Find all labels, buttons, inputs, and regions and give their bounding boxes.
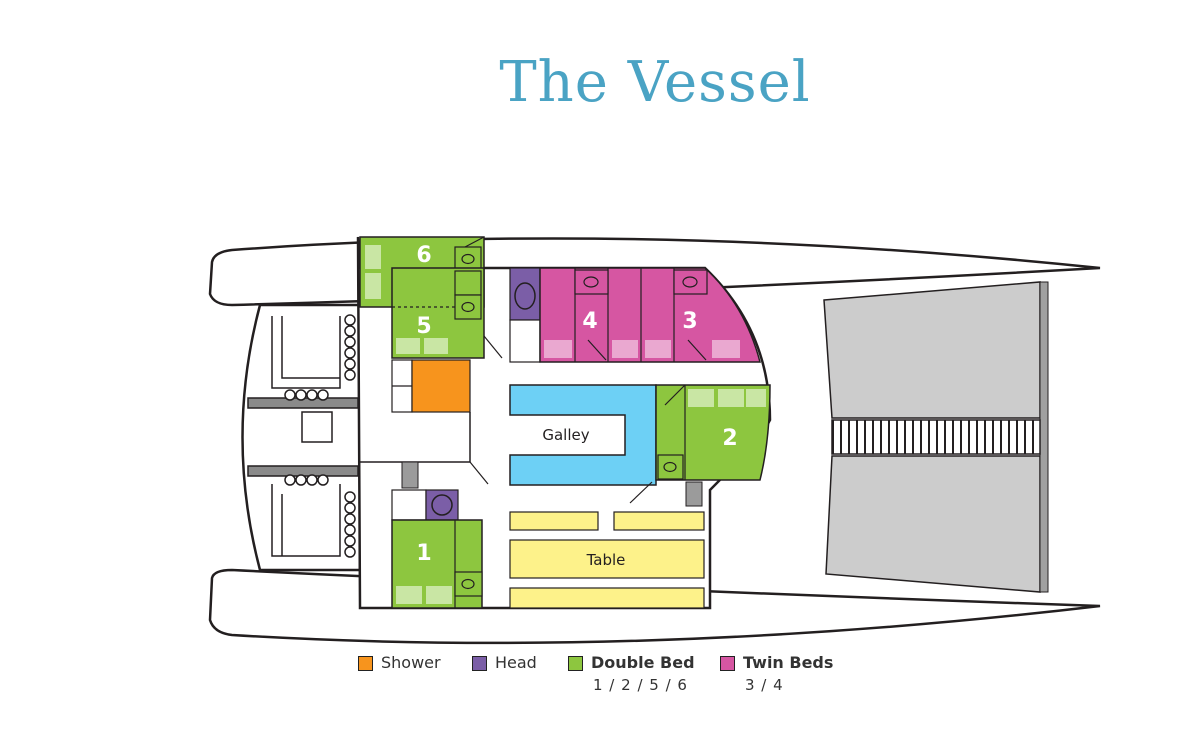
cabin-2-label: 2 — [722, 426, 737, 451]
cabin-5 — [391, 267, 485, 359]
legend-shower-label: Shower — [381, 653, 441, 672]
legend-twin-beds-cabins: 3 / 4 — [745, 676, 784, 694]
table-label: Table — [586, 551, 626, 569]
cabin-3-label: 3 — [682, 309, 697, 334]
cabin-1 — [391, 461, 483, 609]
cabin-5-label: 5 — [416, 314, 431, 339]
legend-double-bed-label: Double Bed — [591, 653, 695, 672]
twin-beds-swatch — [720, 656, 735, 671]
cabin-2 — [629, 384, 771, 507]
walkway-grate — [831, 419, 1041, 455]
cabin-6-label: 6 — [416, 243, 431, 268]
trampoline-net — [823, 281, 1049, 593]
page-title: The Vessel — [499, 50, 811, 115]
legend-head-label: Head — [495, 653, 537, 672]
aft-deck-fixtures — [247, 314, 359, 558]
cabin-1-label: 1 — [416, 541, 431, 566]
cabin-4-label: 4 — [582, 309, 597, 334]
shower-swatch — [358, 656, 373, 671]
legend-double-bed-cabins: 1 / 2 / 5 / 6 — [593, 676, 688, 694]
galley-label: Galley — [542, 426, 589, 444]
head-port — [509, 267, 541, 363]
dining-table — [509, 511, 705, 609]
head-swatch — [472, 656, 487, 671]
legend-twin-beds-label: Twin Beds — [743, 653, 834, 672]
cabins-4-3 — [539, 267, 761, 363]
double-bed-swatch — [568, 656, 583, 671]
